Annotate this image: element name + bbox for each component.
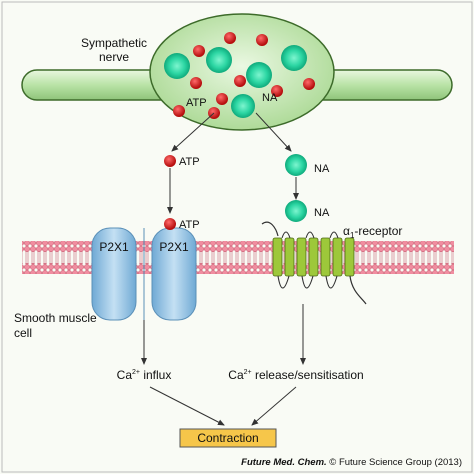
release-to-contraction-arrow [251, 386, 297, 426]
atp-dot [224, 32, 236, 44]
atp-bound [164, 218, 176, 230]
atp-label-bound: ATP [179, 219, 200, 231]
atp-dot [216, 93, 228, 105]
na-vesicle [231, 94, 255, 118]
ca-release-suffix: release/sensitisation [252, 368, 364, 382]
nerve-label-line1: Sympathetic [81, 36, 147, 50]
atp-dot [256, 34, 268, 46]
p2x1-label-right: P2X1 [159, 240, 189, 254]
alpha1-helix [344, 237, 355, 277]
ca-influx-suffix: influx [140, 368, 171, 382]
na-vesicle [246, 62, 272, 88]
ca-influx-label: Ca2+ influx [117, 368, 172, 382]
credit-copyright: © Future Science Group (2013) [327, 457, 462, 468]
alpha1-n-terminus [261, 221, 279, 237]
credit-journal: Future Med. Chem. [241, 457, 327, 468]
atp-label-nerve: ATP [186, 97, 207, 109]
alpha-suffix: -receptor [354, 224, 402, 238]
alpha1-helix [272, 237, 283, 277]
alpha1-helix [296, 237, 307, 277]
alpha-prefix: α [343, 224, 350, 238]
atp-dot [193, 45, 205, 57]
alpha-subscript: 1 [350, 231, 355, 240]
alpha1-c-terminus [349, 275, 367, 305]
atp-dot [234, 75, 246, 87]
cell-membrane [22, 241, 454, 274]
alpha1-intracellular-loops [277, 275, 338, 289]
ca-charge: 2+ [132, 369, 140, 376]
membrane-outer-heads [22, 241, 454, 252]
na-vesicle [206, 47, 232, 73]
na-label-released: NA [314, 163, 330, 175]
ca-prefix: Ca [228, 368, 244, 382]
atp-released [164, 155, 176, 167]
nerve-label-line2: nerve [99, 50, 129, 64]
na-vesicles [164, 45, 307, 118]
atp-release-arrow [171, 112, 215, 152]
alpha1-helix [308, 237, 319, 277]
p2x1-label-left: P2X1 [99, 240, 129, 254]
alpha1-helix [320, 237, 331, 277]
credit-line: Future Med. Chem. © Future Science Group… [241, 457, 462, 468]
ca-prefix: Ca [117, 368, 133, 382]
alpha1-receptor-label: α1-receptor [343, 224, 402, 240]
smooth-muscle-label-line2: cell [14, 326, 32, 340]
membrane-tails [22, 250, 454, 264]
alpha1-helix [332, 237, 343, 277]
na-label-nerve: NA [262, 92, 278, 104]
contraction-box [179, 428, 277, 448]
na-vesicle [164, 53, 190, 79]
na-bound [285, 200, 307, 222]
alpha1-helix [284, 237, 295, 277]
na-vesicle [281, 45, 307, 71]
atp-label-released: ATP [179, 156, 200, 168]
na-released [285, 154, 307, 176]
smooth-muscle-label-line1: Smooth muscle [14, 311, 97, 325]
na-label-bound: NA [314, 207, 330, 219]
alpha1-receptor [261, 221, 367, 305]
atp-dots [173, 32, 315, 119]
atp-dot [271, 85, 283, 97]
influx-to-contraction-arrow [149, 386, 225, 426]
alpha1-extracellular-loops [281, 231, 339, 239]
na-release-arrow [255, 112, 292, 152]
atp-dot [190, 77, 202, 89]
nerve-varicosity [149, 13, 335, 131]
atp-dot [173, 105, 185, 117]
contraction-label: Contraction [197, 431, 258, 445]
p2x1-receptor: P2X1 P2X1 [91, 227, 197, 321]
atp-dot [303, 78, 315, 90]
p2x1-subunit-left [91, 227, 137, 321]
ca-charge: 2+ [244, 369, 252, 376]
membrane-inner-heads [22, 263, 454, 274]
ca-release-label: Ca2+ release/sensitisation [228, 368, 363, 382]
